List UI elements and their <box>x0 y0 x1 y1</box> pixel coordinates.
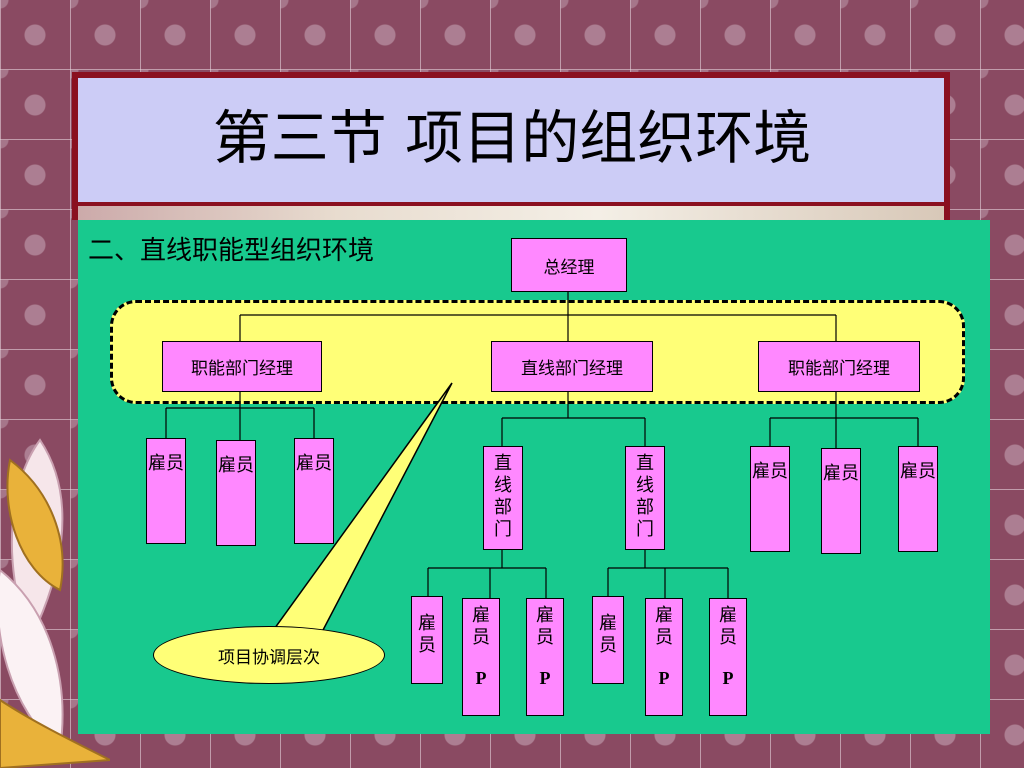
slide-title: 第三节 项目的组织环境 <box>212 104 812 172</box>
node-employee: 雇员 <box>411 596 443 684</box>
node-line-manager: 直线部门经理 <box>491 341 653 392</box>
node-functional-manager-right: 职能部门经理 <box>758 341 920 392</box>
lotus-decoration <box>0 438 110 768</box>
node-employee: 雇员 <box>592 596 624 684</box>
node-employee: 雇员 <box>216 440 256 546</box>
node-general-manager: 总经理 <box>511 238 627 292</box>
node-employee: 雇员 <box>898 446 938 552</box>
node-line-department: 直线部门 <box>625 446 665 550</box>
node-employee: 雇员 <box>821 448 861 554</box>
node-line-department: 直线部门 <box>483 446 523 550</box>
node-employee: 雇员 <box>750 446 790 552</box>
node-functional-manager-left: 职能部门经理 <box>162 341 322 392</box>
node-employee: 雇员 <box>146 438 186 544</box>
section-heading: 二、直线职能型组织环境 <box>88 236 375 266</box>
title-panel <box>72 72 950 208</box>
title-divider-strip <box>72 206 950 220</box>
project-coordination-callout: 项目协调层次 <box>153 626 385 684</box>
node-employee: 雇员 <box>294 438 334 544</box>
